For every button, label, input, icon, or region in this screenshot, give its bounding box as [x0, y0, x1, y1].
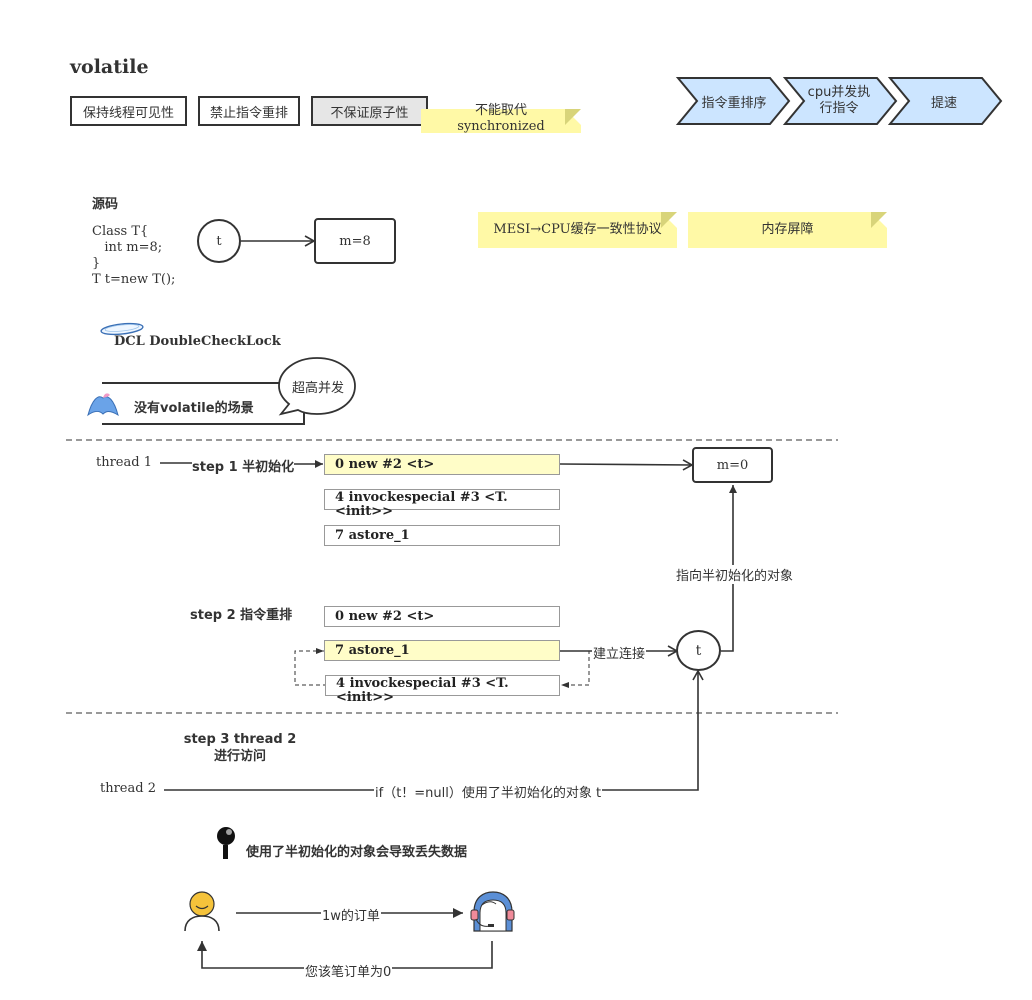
thread1-label: thread 1 [96, 455, 152, 470]
page-title: volatile [70, 56, 149, 78]
user-icon [184, 891, 220, 932]
chevron-shape-1 [675, 77, 791, 125]
step1-code-line-3: 7 astore_1 [324, 525, 560, 546]
ref-t-circle-2: t [676, 630, 721, 671]
reply-label: 您该笔订单为0 [304, 961, 393, 980]
thread2-label: thread 2 [100, 781, 156, 796]
support-agent-icon [470, 891, 515, 932]
source-code: Class T{ int m=8; } T t=new T(); [92, 224, 176, 287]
tag-not-atomic: 不保证原子性 [311, 96, 428, 126]
t-to-heap-arrow [721, 485, 737, 652]
note-mesi: MESI→CPU缓存一致性协议 [478, 212, 677, 248]
tag-no-reorder: 禁止指令重排 [198, 96, 300, 126]
dcl-label: DCL DoubleCheckLock [114, 334, 281, 349]
ref-t-circle: t [197, 219, 241, 263]
note-barrier-text: 内存屏障 [761, 222, 814, 237]
heap-object-m0: m=0 [692, 447, 773, 483]
book-icon [87, 396, 119, 417]
step2-label: step 2 指令重排 [190, 608, 293, 623]
warning-label: 使用了半初始化的对象会导致丢失数据 [246, 845, 468, 860]
object-m8-box: m=8 [314, 218, 396, 264]
note-barrier: 内存屏障 [688, 212, 887, 248]
note-mesi-text: MESI→CPU缓存一致性协议 [493, 222, 662, 237]
scenario-label: 没有volatile的场景 [134, 401, 254, 416]
chevron-shape-2 [782, 77, 898, 125]
note-synchronized: 不能取代 synchronized [421, 103, 581, 134]
if-condition-label: if（t！=null）使用了半初始化的对象 t [374, 782, 603, 801]
chevron-3-label: 提速 [930, 95, 957, 111]
step2-code-line-3: 4 invockespecial #3 <T.<init>> [325, 675, 560, 705]
order-label: 1w的订单 [321, 905, 381, 924]
step1-label: step 1 半初始化 [192, 460, 295, 475]
tag-visibility: 保持线程可见性 [70, 96, 187, 126]
reorder-loop [294, 650, 325, 686]
chevron-shape-3 [887, 77, 1003, 125]
points-to-label: 指向半初始化的对象 [675, 565, 795, 584]
source-heading: 源码 [92, 197, 119, 212]
speech-bubble [278, 357, 356, 416]
connect-label: 建立连接 [592, 643, 647, 662]
pin-icon [217, 827, 235, 859]
new-to-heap-arrow [559, 459, 694, 471]
chevron-2-label: cpu并发执 行指令 [807, 85, 871, 116]
step2-code-line-1: 0 new #2 <t> [324, 606, 560, 627]
bubble-label: 超高并发 [291, 381, 344, 396]
step2-code-line-2: 7 astore_1 [324, 640, 560, 661]
step1-code-line-1: 0 new #2 <t> [324, 454, 560, 475]
chevron-1-label: 指令重排序 [701, 95, 767, 111]
thread2-arrow [164, 669, 704, 791]
step3-label: step 3 thread 2 进行访问 [183, 732, 297, 764]
step1-code-line-2: 4 invockespecial #3 <T.<init>> [324, 489, 560, 519]
note-synchronized-text: 不能取代 synchronized [457, 103, 545, 134]
